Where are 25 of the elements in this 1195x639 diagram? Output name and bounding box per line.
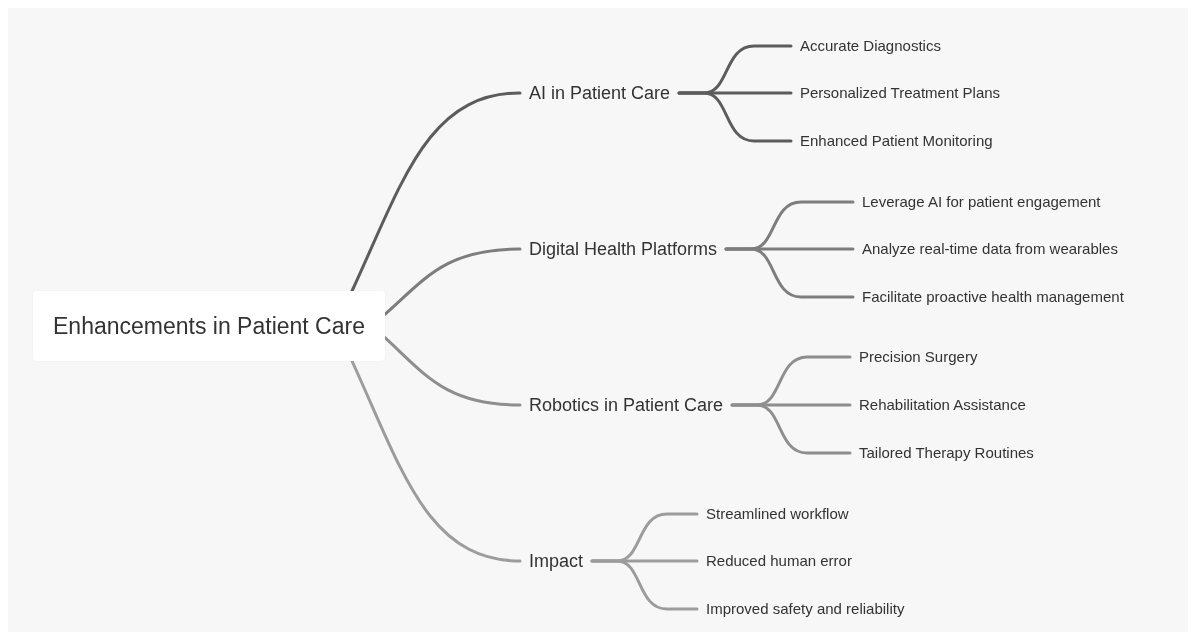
connector-line [590, 559, 699, 611]
subtopic-label: Enhanced Patient Monitoring [800, 131, 993, 151]
branch-topic-label: Impact [529, 549, 584, 573]
subtopic-label: Facilitate proactive health management [862, 287, 1124, 307]
central-topic-box: Enhancements in Patient Care [33, 291, 385, 361]
connector-line [730, 403, 852, 455]
subtopic-label: Leverage AI for patient engagement [862, 192, 1101, 212]
branch-topic-label: AI in Patient Care [529, 81, 671, 105]
connector-line [724, 247, 855, 299]
subtopic-label: Streamlined workflow [706, 504, 849, 524]
subtopic-label: Personalized Treatment Plans [800, 83, 1001, 103]
subtopic-label: Rehabilitation Assistance [859, 395, 1026, 415]
branch-topic-label: Robotics in Patient Care [529, 393, 724, 417]
subtopic-label: Analyze real-time data from wearables [862, 239, 1118, 259]
subtopic-label: Tailored Therapy Routines [859, 443, 1034, 463]
connector-line [383, 247, 522, 316]
subtopic-label: Precision Surgery [859, 347, 978, 367]
connector-line [677, 91, 793, 143]
branch-topic-label: Digital Health Platforms [529, 237, 718, 261]
connector-line [350, 91, 522, 293]
connector-line [383, 336, 522, 407]
subtopic-label: Improved safety and reliability [706, 599, 905, 619]
subtopic-label: Accurate Diagnostics [800, 36, 941, 56]
subtopic-label: Reduced human error [706, 551, 852, 571]
connector-line [350, 359, 522, 563]
